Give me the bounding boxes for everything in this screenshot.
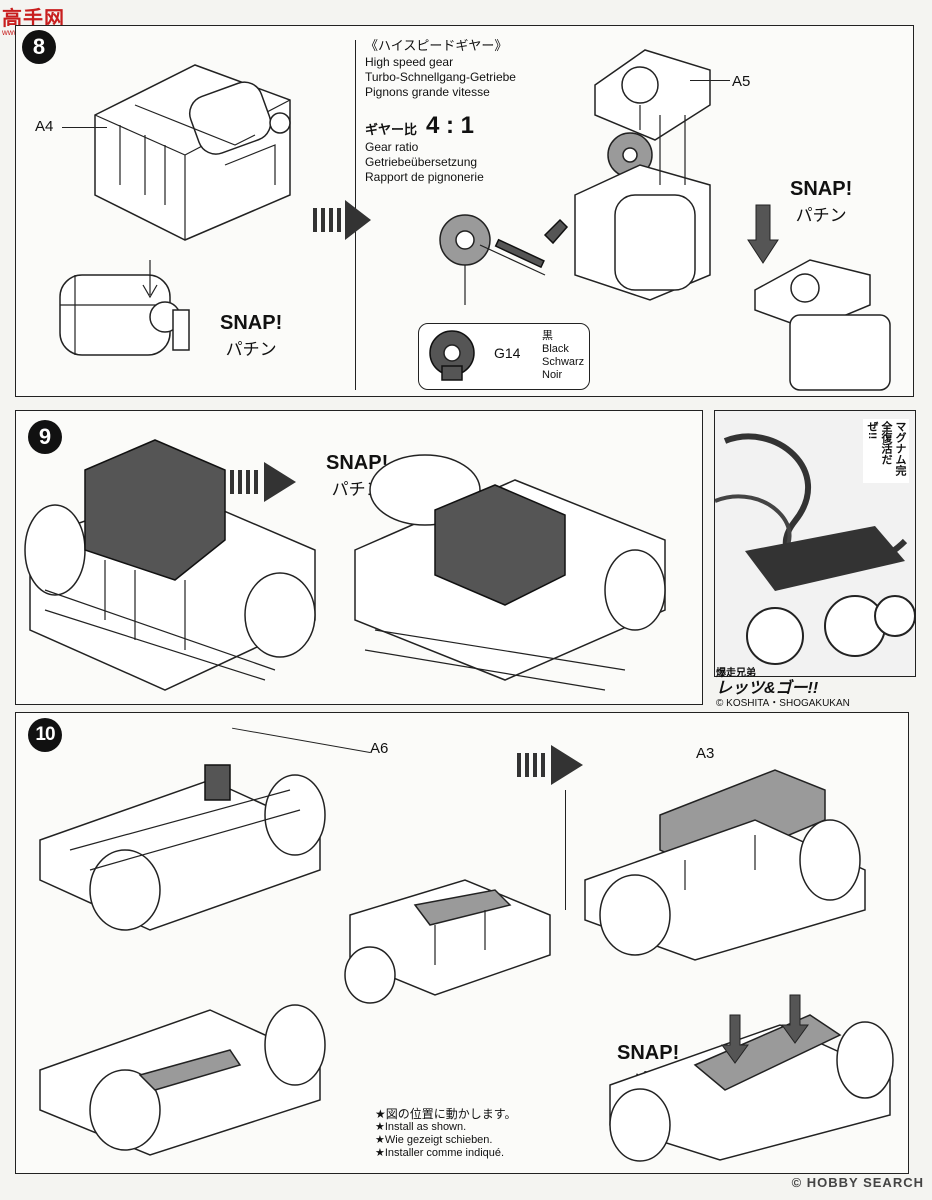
arrow-step10	[517, 745, 583, 785]
arrow-step9	[230, 462, 296, 502]
ratio-value: 4 : 1	[426, 112, 475, 139]
manga-speech: マグナム完全復活だぜ!!	[863, 419, 909, 483]
gear-title: 《ハイスピードギヤー》	[365, 38, 508, 53]
label-a3: A3	[696, 745, 715, 762]
label-a4: A4	[35, 118, 54, 135]
arrow-step8	[313, 200, 371, 240]
gear-name-fr: Pignons grande vitesse	[365, 85, 490, 99]
motor-closeup-illustration	[59, 260, 190, 356]
gear-names: High speed gear Turbo-Schnellgang-Getrie…	[365, 55, 516, 100]
hobby-search-watermark: © HOBBY SEARCH	[791, 1175, 924, 1190]
gear-name-de: Turbo-Schnellgang-Getriebe	[365, 70, 516, 84]
ratio-names: Gear ratio Getriebeübersetzung Rapport d…	[365, 140, 484, 185]
chassis-a6-detail-illustration	[344, 879, 551, 1004]
snap-label-step8-left: SNAP! パチン	[220, 312, 283, 359]
part-code-g14: G14	[494, 345, 521, 361]
motor-assembly-illustration	[94, 64, 291, 241]
ratio-name-de: Getriebeübersetzung	[365, 155, 478, 169]
ratio-name-en: Gear ratio	[365, 140, 419, 154]
label-a5-leader	[690, 80, 730, 81]
manga-panel: マグナム完全復活だぜ!!	[714, 410, 916, 677]
note-de: ★Wie gezeigt schieben.	[375, 1134, 493, 1146]
ratio-label: ギヤー比	[365, 122, 418, 137]
site-logo-text: 高手网	[2, 8, 65, 30]
chassis-a3-snap-illustration	[609, 994, 894, 1162]
gear-shaft-illustration	[439, 214, 569, 305]
ratio-name-fr: Rapport de pignonerie	[365, 170, 484, 184]
part-color-de: Schwarz	[542, 356, 585, 368]
label-a4-leader	[62, 127, 107, 128]
step-8-number: 8	[22, 30, 56, 64]
label-a5: A5	[732, 73, 751, 90]
part-color-jp: 黒	[542, 330, 553, 342]
gearbox-snap-illustration	[754, 259, 891, 391]
step10-notes: ★図の位置に動かします。 ★Install as shown. ★Wie gez…	[375, 1108, 517, 1160]
down-arrow-step8	[747, 204, 779, 264]
snap-label-step8-right: SNAP! パチン	[790, 178, 853, 225]
step10-divider	[565, 790, 566, 910]
gearbox-assembly-illustration	[574, 49, 711, 301]
g14-gear-icon	[429, 330, 475, 381]
step-9-number: 9	[28, 420, 62, 454]
chassis-motor-installed-illustration	[354, 454, 666, 691]
note-en: ★Install as shown.	[375, 1121, 467, 1133]
manga-title-main: レッツ&ゴー!!	[716, 680, 819, 697]
chassis-a3-top-illustration	[584, 769, 866, 961]
part-color-fr: Noir	[542, 369, 563, 381]
step-10-number: 10	[28, 718, 62, 752]
chassis-motor-install-illustration	[24, 439, 316, 691]
label-a6: A6	[370, 740, 389, 757]
part-color-en: Black	[542, 343, 569, 355]
chassis-a6-bottom-illustration	[39, 1004, 326, 1156]
note-fr: ★Installer comme indiqué.	[375, 1147, 505, 1159]
part-color-list: 黒 Black Schwarz Noir	[542, 330, 584, 382]
manga-title-small: 爆走兄弟	[716, 668, 756, 679]
gear-name-en: High speed gear	[365, 55, 454, 69]
note-jp: ★図の位置に動かします。	[375, 1107, 517, 1121]
manga-copyright: © KOSHITA・SHOGAKUKAN	[716, 698, 850, 709]
chassis-a6-top-illustration	[39, 764, 326, 931]
